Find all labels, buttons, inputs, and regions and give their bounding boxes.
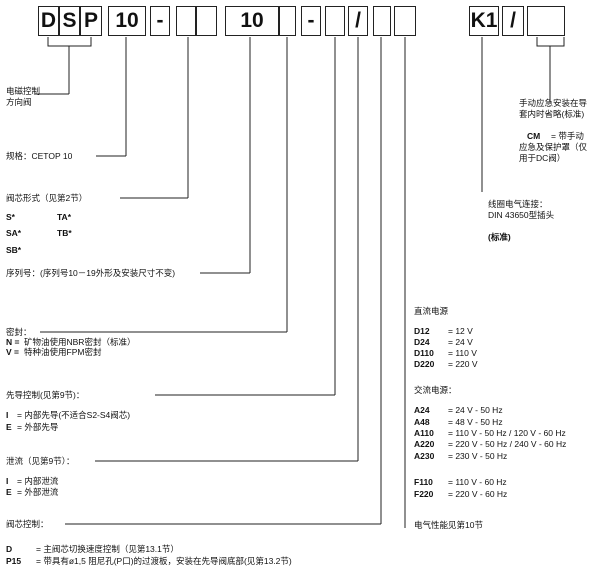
code-box-p: P (80, 6, 102, 36)
seal-v-text: 特种油使用FPM密封 (24, 347, 102, 357)
ac-code: A220 (414, 439, 435, 449)
spool-sb: SB* (6, 245, 22, 255)
code-box-manual-override (527, 6, 565, 36)
seals-title: 密封： (6, 327, 32, 337)
code-box-pilot (325, 6, 345, 36)
dc-value: = 220 V (448, 359, 478, 369)
pilot-e-text: = 外部先导 (17, 422, 59, 432)
pilot-i-code: I (6, 410, 9, 420)
ac-title: 交流电源： (414, 385, 457, 395)
spool-type-title: 阀芯形式（见第2节） (6, 193, 88, 203)
spool-sa: SA* (6, 228, 22, 238)
dc-title: 直流电源 (414, 306, 449, 316)
code-box-seal (279, 6, 296, 36)
manual-override-text: 手动应急安装在导套内时省略(标准) (519, 98, 588, 119)
ac-code: A24 (414, 405, 430, 415)
drain-title: 泄流（见第9节）： (6, 456, 75, 466)
pilot-title: 先导控制(见第9节)： (6, 390, 85, 400)
series-label: 序列号：(序列号10－19外形及安装尺寸不变) (6, 268, 176, 278)
code-box-drain: / (348, 6, 368, 36)
coil-standard: (标准) (488, 232, 511, 242)
ac-value: = 110 V - 50 Hz / 120 V - 60 Hz (448, 428, 566, 438)
drain-e-code: E (6, 487, 12, 497)
dc-value: = 110 V (448, 348, 477, 358)
drain-i-text: = 内部泄流 (17, 476, 59, 486)
ac-code: A110 (414, 428, 434, 438)
code-box-spool-1 (176, 6, 196, 36)
ac-value: = 230 V - 50 Hz (448, 451, 508, 461)
manual-cm-text: = 带手动应急及保护罩（仅用于DC阀） (519, 131, 588, 163)
control-d-text: = 主阀芯切换速度控制（见第13.1节） (36, 544, 179, 554)
f-value: = 220 V - 60 Hz (448, 489, 508, 499)
drain-e-text: = 外部泄流 (17, 487, 59, 497)
manual-cm-code: CM (527, 131, 541, 141)
size-label: 规格：CETOP 10 (6, 151, 73, 161)
ac-value: = 48 V - 50 Hz (448, 417, 503, 427)
seal-v-code: V = (6, 347, 19, 357)
code-box-dash-1: - (150, 6, 170, 36)
dc-code: D24 (414, 337, 430, 347)
code-box-size: 10 (108, 6, 146, 36)
f-value: = 110 V - 60 Hz (448, 477, 507, 487)
spool-tb: TB* (57, 228, 72, 238)
spool-control-title: 阀芯控制： (6, 519, 49, 529)
pilot-i-text: = 内部先导(不适合S2-S4阀芯) (17, 410, 131, 420)
code-box-s: S (59, 6, 80, 36)
dc-value: = 12 V (448, 326, 473, 336)
code-box-coil: K1 (469, 6, 499, 36)
seal-n-text: 矿物油使用NBR密封（标准） (24, 337, 136, 347)
f-code: F220 (414, 489, 434, 499)
ac-value: = 220 V - 50 Hz / 240 V - 60 Hz (448, 439, 567, 449)
dc-code: D110 (414, 348, 434, 358)
ac-code: A230 (414, 451, 435, 461)
code-box-series: 10 (225, 6, 279, 36)
seal-n-code: N = (6, 337, 20, 347)
code-box-spool-2 (196, 6, 217, 36)
dc-code: D220 (414, 359, 435, 369)
control-p15-text: = 带具有ø1,5 阻尼孔(P口)的过渡板，安装在先导阀底部(见第13.2节) (36, 556, 292, 566)
f-code: F110 (414, 477, 433, 487)
ac-code: A48 (414, 417, 430, 427)
code-box-d: D (38, 6, 59, 36)
electrical-performance-note: 电气性能见第10节 (414, 520, 483, 530)
drain-i-code: I (6, 476, 9, 486)
dc-value: = 24 V (448, 337, 473, 347)
code-box-slash: / (502, 6, 524, 36)
ac-value: = 24 V - 50 Hz (448, 405, 503, 415)
control-d-code: D (6, 544, 13, 554)
spool-ta: TA* (57, 212, 72, 222)
pilot-e-code: E (6, 422, 12, 432)
coil-connection-text: 线圈电气连接：DIN 43650型插头 (488, 199, 555, 220)
control-p15-code: P15 (6, 556, 22, 566)
spool-s: S* (6, 212, 15, 222)
code-box-voltage (394, 6, 416, 36)
dc-code: D12 (414, 326, 430, 336)
valve-type-label: 电磁控制 方向阀 (6, 86, 41, 107)
code-box-dash-2: - (301, 6, 321, 36)
code-box-spool-control (373, 6, 391, 36)
